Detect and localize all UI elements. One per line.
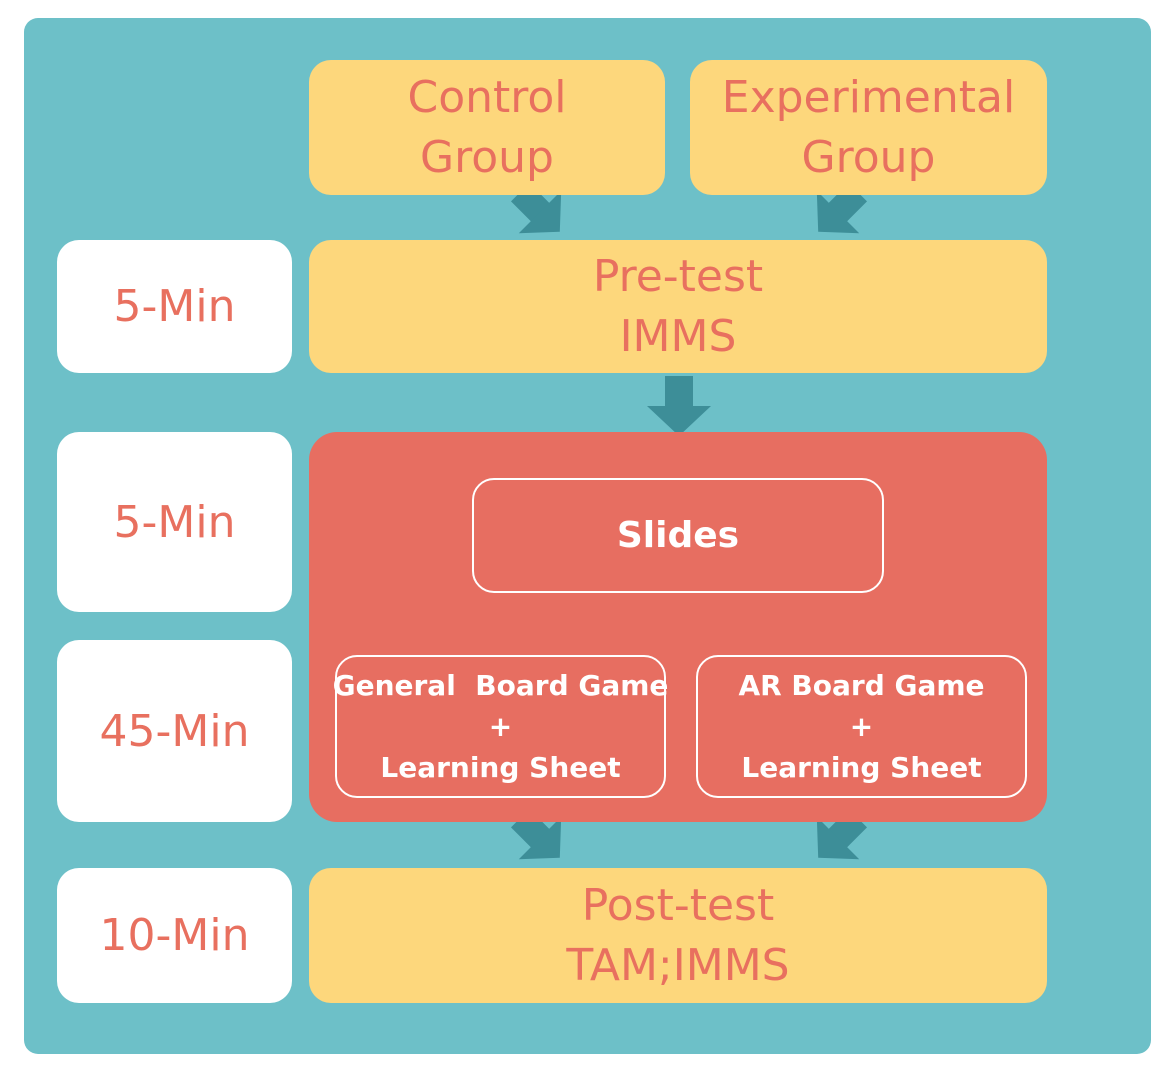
- general-board-game-label: General Board Game: [332, 669, 669, 702]
- plus-sign: +: [849, 710, 874, 743]
- experimental-group-line2: Group: [801, 131, 936, 183]
- time-box-pretest: 5-Min: [57, 240, 292, 373]
- time-box-posttest: 10-Min: [57, 868, 292, 1003]
- control-group-line1: Control: [407, 71, 567, 123]
- ar-board-game-box: AR Board Game + Learning Sheet: [696, 655, 1027, 798]
- general-board-game-box: General Board Game + Learning Sheet: [332, 655, 669, 798]
- arrow-pretest-to-activities: [647, 376, 711, 436]
- time-label: 5-Min: [113, 281, 236, 332]
- experimental-group-box: Experimental Group: [690, 60, 1047, 195]
- pretest-instrument: IMMS: [619, 310, 737, 362]
- learning-sheet-label: Learning Sheet: [741, 751, 982, 784]
- posttest-instruments: TAM;IMMS: [566, 939, 790, 991]
- time-label: 10-Min: [99, 910, 250, 961]
- ar-board-game-label: AR Board Game: [738, 669, 985, 702]
- plus-sign: +: [488, 710, 513, 743]
- pretest-box: Pre-test IMMS: [309, 240, 1047, 373]
- posttest-title: Post-test: [581, 879, 775, 931]
- time-label: 5-Min: [113, 496, 236, 548]
- pretest-title: Pre-test: [592, 250, 764, 302]
- time-box-activities: 45-Min: [57, 640, 292, 822]
- control-group-box: Control Group: [309, 60, 665, 195]
- learning-sheet-label: Learning Sheet: [380, 751, 621, 784]
- time-label: 45-Min: [99, 705, 250, 757]
- time-box-slides: 5-Min: [57, 432, 292, 612]
- control-group-line2: Group: [420, 131, 554, 183]
- slides-box: Slides: [472, 478, 884, 593]
- slides-label: Slides: [616, 515, 740, 556]
- experimental-group-line1: Experimental: [721, 71, 1016, 123]
- posttest-box: Post-test TAM;IMMS: [309, 868, 1047, 1003]
- activity-panel: [309, 432, 1047, 822]
